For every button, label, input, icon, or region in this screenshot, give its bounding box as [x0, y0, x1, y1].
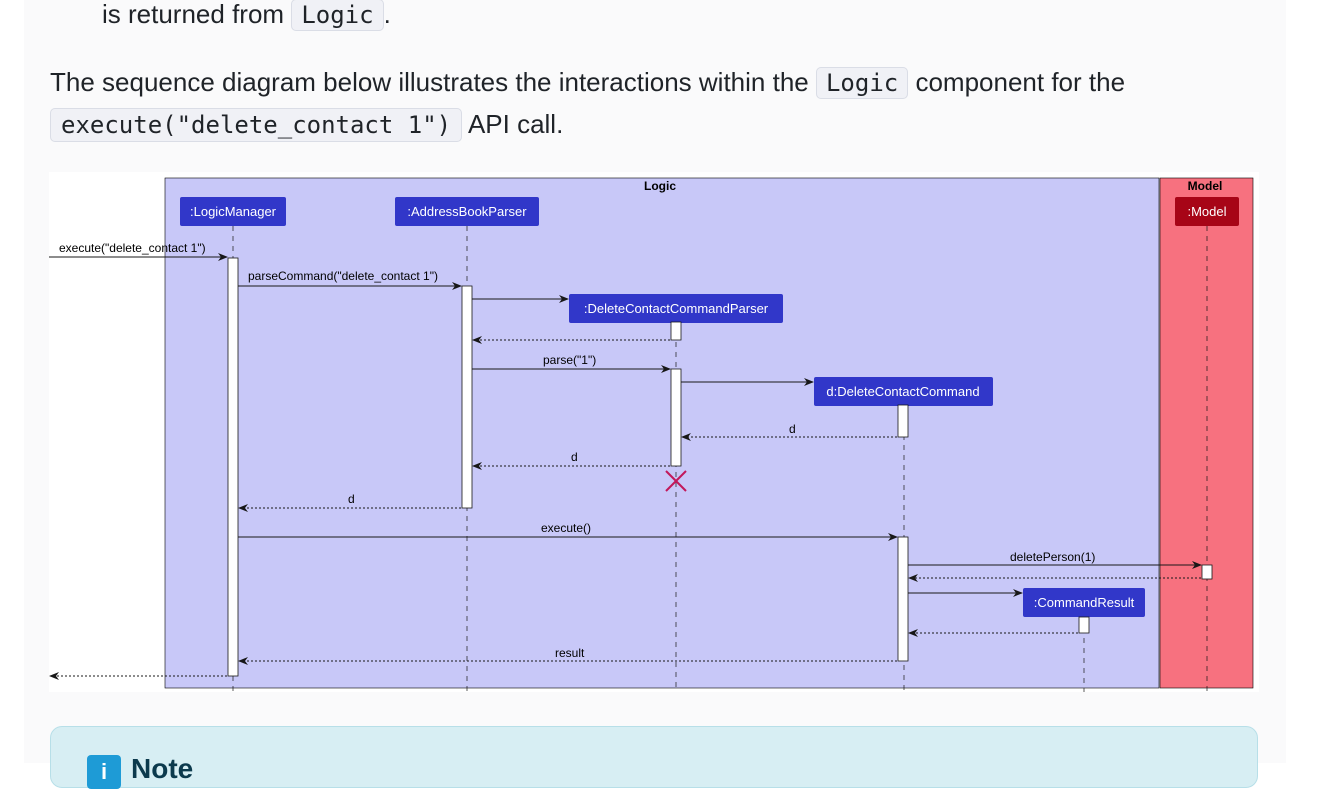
activation-dccp-init: [670, 321, 682, 341]
activation-dcc-execute: [897, 536, 909, 662]
participant-label: :CommandResult: [1034, 595, 1135, 610]
participant-label: d:DeleteContactCommand: [826, 384, 979, 399]
message-label: execute("delete_contact 1"): [59, 241, 206, 255]
logic-code: Logic: [291, 0, 384, 31]
message-label: d: [571, 450, 578, 464]
logic-box-label: Logic: [644, 179, 676, 193]
line1-text: The sequence diagram below illustrates t…: [50, 67, 809, 97]
api-call-code: execute("delete_contact 1"): [50, 108, 463, 142]
note-title: Note: [131, 753, 194, 784]
participant-logic-manager: [180, 197, 286, 226]
message-label: d: [348, 492, 355, 506]
line0-text: is returned from: [102, 0, 285, 29]
participant-command-result: [1023, 588, 1145, 617]
model-box-label: Model: [1188, 179, 1223, 193]
model-box: [1159, 177, 1254, 689]
info-icon: i: [87, 755, 121, 789]
participant-dccp: [569, 294, 783, 323]
sequence-diagram: Logic Model :LogicManager :AddressBookPa…: [49, 172, 1259, 692]
message-label: result: [555, 646, 585, 660]
note-callout: i Note: [50, 726, 1258, 789]
message-label: execute(): [541, 521, 591, 535]
message-label: parse("1"): [543, 353, 596, 367]
participant-label: :Model: [1187, 204, 1226, 219]
activation-model: [1201, 564, 1213, 580]
participant-label: :DeleteContactCommandParser: [584, 301, 769, 316]
participant-model: [1175, 197, 1239, 226]
activation-address-book-parser: [461, 285, 473, 509]
participant-label: :AddressBookParser: [407, 204, 527, 219]
logic-box: [164, 177, 1160, 689]
activation-dcc-init: [897, 404, 909, 438]
message-label: parseCommand("delete_contact 1"): [248, 269, 438, 283]
line0-after: .: [383, 0, 391, 29]
destroy-icon: [665, 470, 687, 492]
line1-after: component for the: [915, 67, 1126, 97]
message-label: d: [789, 422, 796, 436]
participant-label: :LogicManager: [190, 204, 277, 219]
participant-address-book-parser: [395, 197, 539, 226]
activation-logic-manager: [227, 257, 239, 677]
paragraph-line-1: The sequence diagram below illustrates t…: [50, 64, 1125, 101]
activation-dccp-parse: [670, 368, 682, 467]
paragraph-line-2: execute("delete_contact 1") API call.: [50, 106, 563, 143]
message-label: deletePerson(1): [1010, 550, 1095, 564]
logic-code: Logic: [815, 67, 909, 99]
activation-command-result: [1078, 616, 1090, 634]
line2-after: API call.: [467, 109, 564, 139]
paragraph-line-0: is returned from Logic.: [102, 0, 391, 33]
participant-dcc: [814, 377, 993, 406]
